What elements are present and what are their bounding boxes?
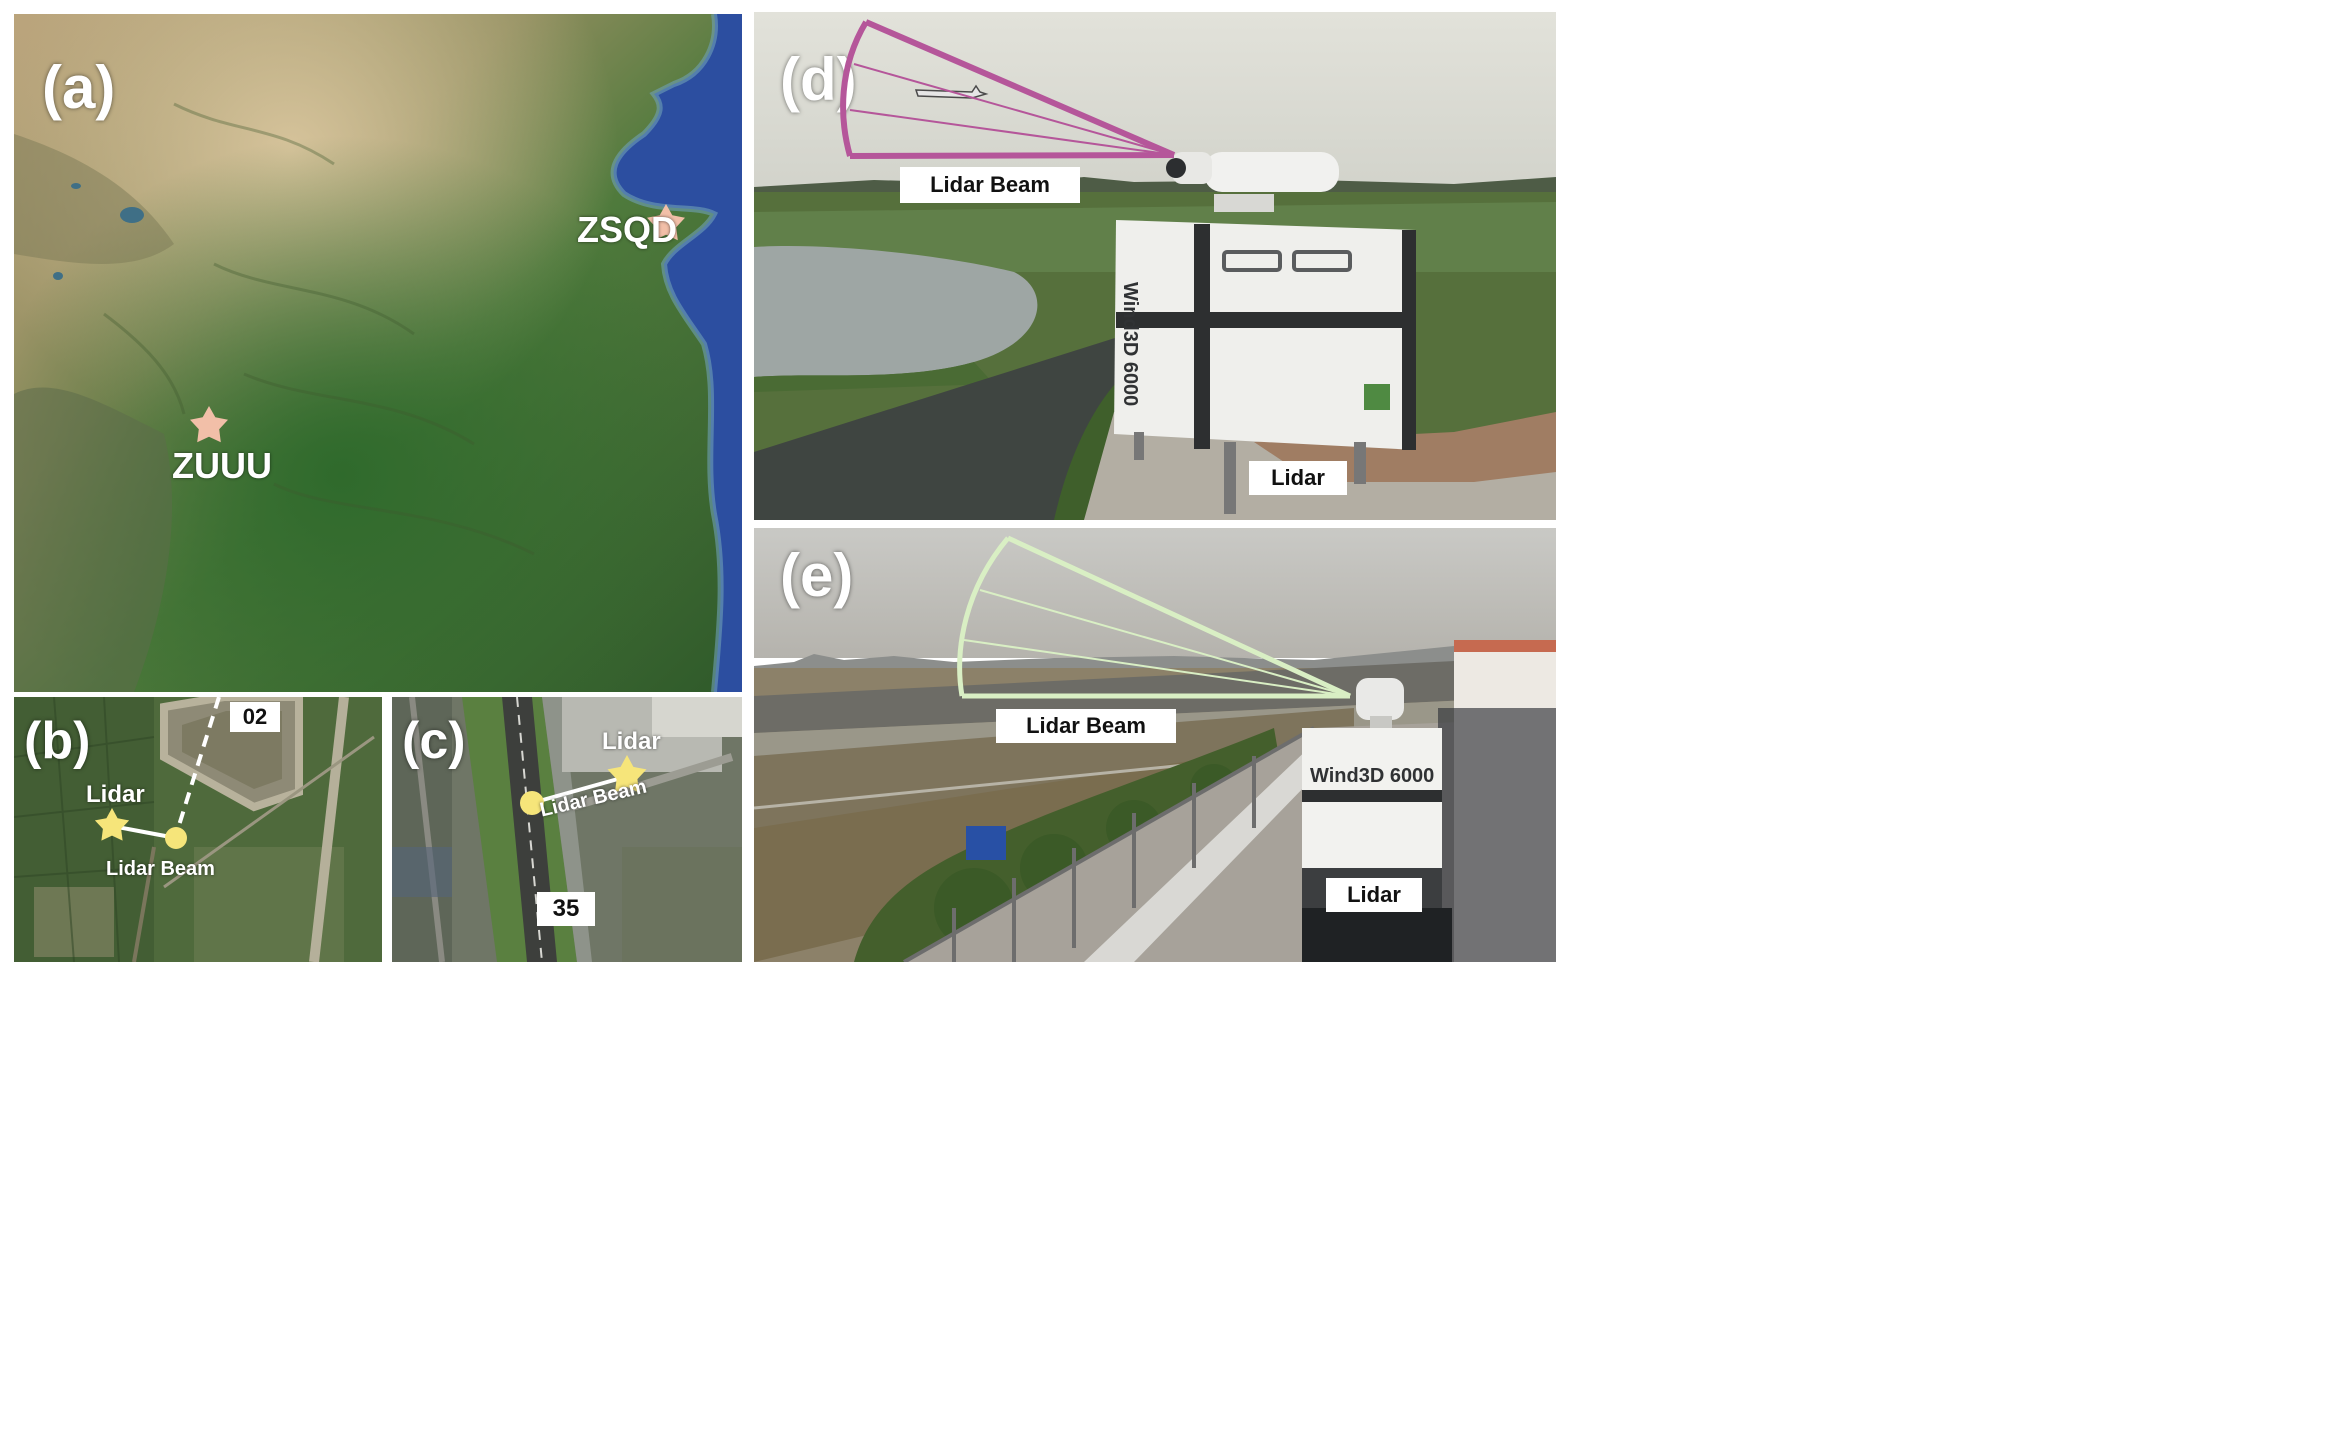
lidar-beam-label-e: Lidar Beam xyxy=(996,709,1176,743)
panel-label-a: (a) xyxy=(42,54,116,121)
svg-text:Wind3D 6000: Wind3D 6000 xyxy=(1119,282,1141,406)
panel-d-photo: Wind3D 6000 (d) Lidar Beam Lidar xyxy=(754,12,1556,520)
panel-e-photo: Wind3D 6000 (e) Lidar Beam Lidar xyxy=(754,528,1556,962)
panel-label-e: (e) xyxy=(780,542,854,609)
panel-c-satellite: (c) Lidar Lidar Beam 35 xyxy=(392,697,742,962)
lidar-site-photo-d: Wind3D 6000 xyxy=(754,12,1556,520)
satellite-map xyxy=(14,14,742,692)
panel-a-map: (a) ZSQD ZUUU xyxy=(14,14,742,692)
lidar-site-photo-e: Wind3D 6000 xyxy=(754,528,1556,962)
panel-label-d: (d) xyxy=(780,46,857,113)
lidar-beam-label-d: Lidar Beam xyxy=(900,167,1080,203)
panel-b-satellite: (b) 02 Lidar Lidar Beam xyxy=(14,697,382,962)
svg-text:Wind3D 6000: Wind3D 6000 xyxy=(1310,765,1434,787)
panel-label-c: (c) xyxy=(402,712,466,770)
runway-label-02: 02 xyxy=(230,702,280,732)
lidar-label-e: Lidar xyxy=(1326,878,1422,912)
lidar-label-d: Lidar xyxy=(1249,461,1347,495)
lidar-label-c: Lidar xyxy=(602,728,661,755)
site-label-zuuu: ZUUU xyxy=(172,445,272,486)
beam-label-b: Lidar Beam xyxy=(106,858,215,880)
runway-label-35: 35 xyxy=(537,892,595,926)
lidar-label-b: Lidar xyxy=(86,781,145,808)
site-label-zsqd: ZSQD xyxy=(577,209,678,250)
panel-label-b: (b) xyxy=(24,712,91,770)
